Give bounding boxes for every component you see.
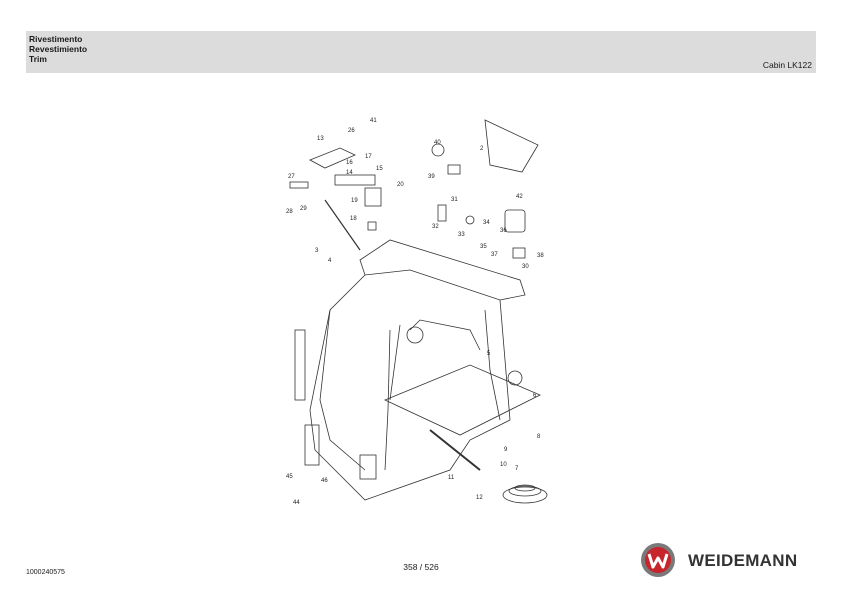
section-titles: Rivestimento Revestimiento Trim — [29, 34, 87, 64]
callout-11: 11 — [448, 475, 455, 481]
callout-10: 10 — [500, 462, 507, 468]
callout-18: 18 — [350, 216, 357, 222]
callout-19: 19 — [351, 198, 358, 204]
callout-8: 8 — [537, 434, 541, 440]
title-italian: Rivestimento — [29, 34, 83, 44]
callout-36: 36 — [500, 228, 507, 234]
model-name: Cabin LK122 — [762, 60, 812, 70]
callout-46: 46 — [321, 478, 328, 484]
callout-20: 20 — [397, 182, 404, 188]
callout-33: 33 — [458, 232, 465, 238]
callout-37: 37 — [491, 252, 498, 258]
callout-6: 6 — [533, 393, 537, 399]
part-callouts: 2 3 4 5 6 7 8 9 10 11 12 13 14 15 16 17 … — [286, 118, 544, 506]
callout-26: 26 — [348, 128, 355, 134]
callout-35: 35 — [480, 244, 487, 250]
callout-9: 9 — [504, 447, 508, 453]
callout-32: 32 — [432, 224, 439, 230]
brand-wordmark: WEIDEMANN — [688, 551, 798, 570]
callout-30: 30 — [522, 264, 529, 270]
callout-16: 16 — [346, 160, 353, 166]
callout-28: 28 — [286, 209, 293, 215]
callout-3: 3 — [315, 248, 319, 254]
callout-12: 12 — [476, 495, 483, 501]
callout-4: 4 — [328, 258, 332, 264]
callout-13: 13 — [317, 136, 324, 142]
callout-34: 34 — [483, 220, 490, 226]
callout-41: 41 — [370, 118, 377, 124]
callout-45: 45 — [286, 474, 293, 480]
page-number: 358 / 526 — [403, 562, 439, 572]
callout-2: 2 — [480, 146, 484, 152]
weidemann-logo-icon — [641, 543, 675, 577]
callout-31: 31 — [451, 197, 458, 203]
callout-40: 40 — [434, 140, 441, 146]
callout-14: 14 — [346, 170, 353, 176]
title-spanish: Revestimiento — [29, 44, 88, 54]
callout-29: 29 — [300, 206, 307, 212]
callout-7: 7 — [515, 466, 519, 472]
callout-44: 44 — [293, 500, 300, 506]
callout-42: 42 — [516, 194, 523, 200]
callout-27: 27 — [288, 174, 295, 180]
callout-38: 38 — [537, 253, 544, 259]
callout-5: 5 — [487, 351, 491, 357]
exploded-parts-drawing: 2 3 4 5 6 7 8 9 10 11 12 13 14 15 16 17 … — [286, 118, 548, 506]
document-number: 1000240575 — [26, 569, 65, 576]
title-english: Trim — [29, 54, 47, 64]
document-header: Rivestimento Revestimiento Trim Cabin LK… — [26, 31, 816, 73]
callout-15: 15 — [376, 166, 383, 172]
callout-17: 17 — [365, 154, 372, 160]
callout-39: 39 — [428, 174, 435, 180]
